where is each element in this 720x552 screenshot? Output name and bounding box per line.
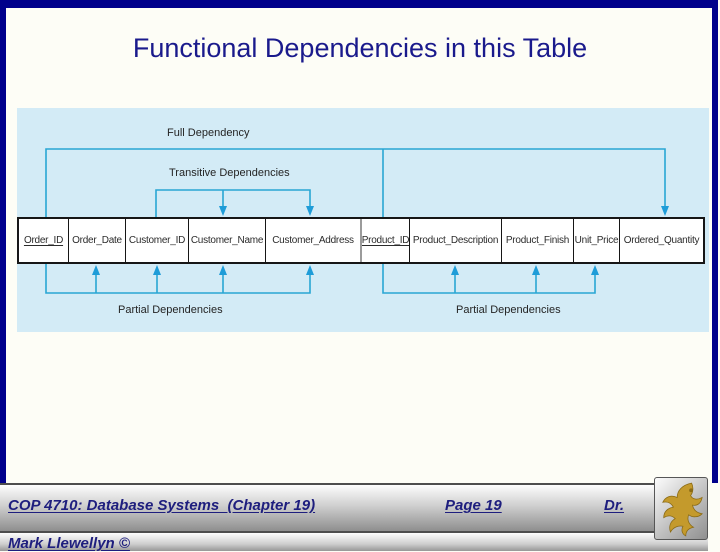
slide-border-left — [0, 0, 6, 483]
table-column-product-description: Product_Description — [409, 219, 501, 262]
footer-author-prefix: Dr. — [604, 497, 625, 514]
ucf-pegasus-logo — [662, 482, 703, 537]
relation-table: Order_ID Order_Date Customer_ID Customer… — [17, 217, 705, 264]
table-column-customer-address: Customer_Address — [265, 219, 360, 262]
table-column-unit-price: Unit_Price — [573, 219, 619, 262]
logo-panel — [654, 477, 708, 540]
page-title: Functional Dependencies in this Table — [132, 33, 588, 63]
dependency-diagram-panel: Full Dependency Transitive Dependencies … — [17, 108, 709, 332]
label-partial-dependencies-right: Partial Dependencies — [456, 304, 561, 316]
slide-border-right — [712, 0, 718, 483]
footer-author-name: Mark Llewellyn © — [8, 535, 130, 552]
table-column-customer-name: Customer_Name — [188, 219, 265, 262]
slide-border-top — [0, 0, 718, 8]
footer-page-number: Page 19 — [445, 497, 502, 514]
label-partial-dependencies-left: Partial Dependencies — [118, 304, 223, 316]
table-column-ordered-quantity: Ordered_Quantity — [619, 219, 703, 262]
footer-course-label: COP 4710: Database Systems (Chapter 19) — [8, 497, 316, 514]
table-column-product-id: Product_ID — [360, 219, 409, 262]
label-full-dependency: Full Dependency — [167, 127, 250, 139]
table-column-product-finish: Product_Finish — [501, 219, 573, 262]
table-column-order-id: Order_ID — [23, 235, 64, 246]
table-column-customer-id: Customer_ID — [125, 219, 188, 262]
dependency-arrows — [45, 148, 669, 294]
table-column-order-date: Order_Date — [68, 219, 125, 262]
footer-bar: COP 4710: Database Systems (Chapter 19) … — [0, 483, 708, 531]
label-transitive-dependencies: Transitive Dependencies — [169, 167, 290, 179]
footer-bar-second-line: Mark Llewellyn © — [0, 531, 708, 552]
